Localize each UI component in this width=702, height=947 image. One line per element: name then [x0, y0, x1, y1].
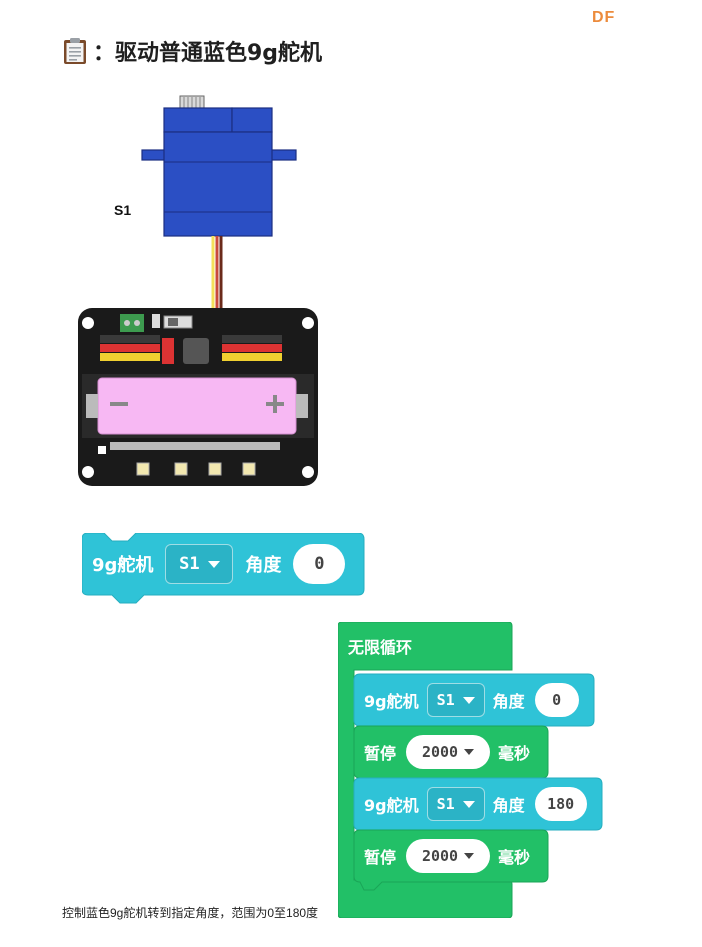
chevron-down-icon: [464, 853, 475, 859]
loop-step-pause-2[interactable]: 暂停 2000 毫秒: [354, 830, 548, 882]
clipboard-icon: [64, 38, 86, 64]
servo-port-value: S1: [436, 795, 455, 813]
caption-text: 控制蓝色9g舵机转到指定角度，范围为0至180度: [62, 906, 319, 920]
wiring-diagram: S1: [62, 82, 334, 496]
pause-label: 暂停: [364, 848, 397, 867]
angle-label: 角度: [492, 796, 525, 815]
servo-angle-block[interactable]: 9g舵机 S1 角度 0: [82, 533, 366, 595]
angle-input[interactable]: 180: [534, 787, 587, 821]
servo-block-label: 9g舵机: [364, 796, 419, 815]
loop-step-pause-1[interactable]: 暂停 2000 毫秒: [354, 726, 548, 778]
pause-duration-dropdown[interactable]: 2000: [406, 839, 491, 873]
chevron-down-icon: [462, 696, 475, 704]
page-title: ：驱动普通蓝色9g舵机: [93, 41, 323, 66]
unit-label: 毫秒: [498, 848, 531, 867]
section-heading: ：驱动普通蓝色9g舵机: [63, 36, 322, 66]
chevron-down-icon: [207, 560, 220, 568]
chevron-down-icon: [462, 800, 475, 808]
expansion-board: [78, 308, 318, 486]
servo-port-label: S1: [114, 202, 131, 218]
servo-port-dropdown[interactable]: S1: [165, 544, 234, 584]
pause-duration-dropdown[interactable]: 2000: [406, 735, 491, 769]
chevron-down-icon: [464, 749, 475, 755]
forever-loop-header[interactable]: 无限循环: [338, 622, 512, 670]
servo-port-value: S1: [179, 554, 200, 574]
loop-step-servo-2[interactable]: 9g舵机 S1 角度 180: [354, 778, 602, 830]
pause-label: 暂停: [364, 744, 397, 763]
angle-label: 角度: [492, 692, 525, 711]
servo-block-shape: [82, 533, 365, 604]
servo-block-label: 9g舵机: [92, 555, 154, 576]
angle-input[interactable]: 0: [293, 544, 346, 584]
servo-block-label: 9g舵机: [364, 692, 419, 711]
servo-port-dropdown[interactable]: S1: [426, 787, 485, 821]
forever-loop-label: 无限循环: [348, 638, 413, 657]
angle-label: 角度: [245, 555, 282, 576]
servo-port-dropdown[interactable]: S1: [426, 683, 485, 717]
angle-input[interactable]: 0: [534, 683, 579, 717]
df-logo: DF: [592, 9, 616, 26]
servo-port-value: S1: [436, 691, 455, 709]
unit-label: 毫秒: [498, 744, 531, 763]
loop-step-servo-1[interactable]: 9g舵机 S1 角度 0: [354, 674, 594, 726]
servo-motor: [141, 95, 297, 237]
